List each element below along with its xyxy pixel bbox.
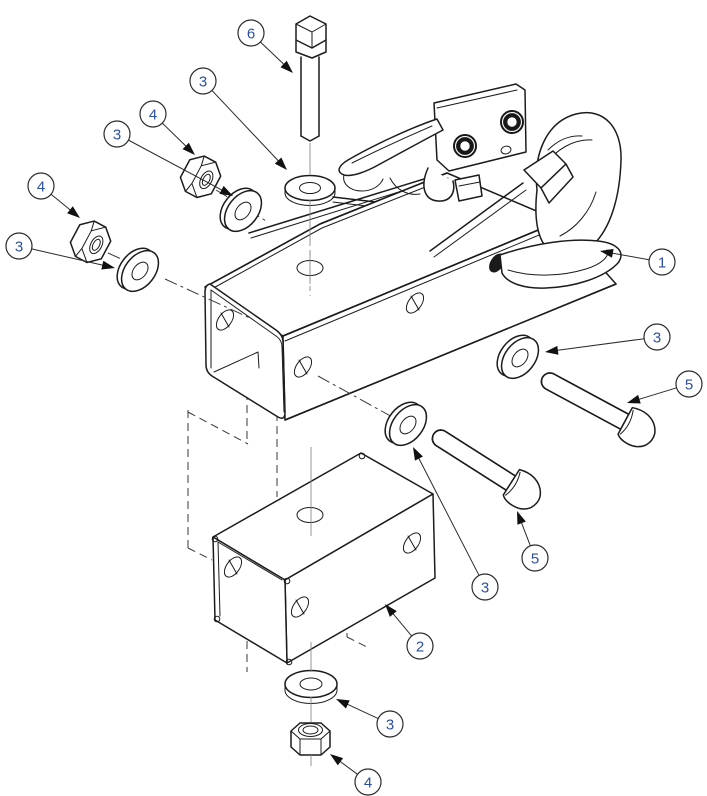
leader-arrowhead-icon — [413, 447, 423, 461]
callout-number: 2 — [416, 638, 424, 655]
callout-5: 5 — [517, 511, 549, 572]
leader-arrowhead-icon — [182, 142, 195, 155]
leader-line — [636, 387, 677, 401]
callout-balloon — [376, 710, 404, 738]
callout-5: 5 — [627, 370, 703, 404]
part-latch-lever — [338, 83, 527, 202]
part-nut-bottom — [290, 722, 331, 756]
callout-balloon — [521, 544, 549, 572]
part-coupler-head — [499, 111, 622, 289]
callout-balloon — [471, 573, 499, 601]
part-bolt-upper — [540, 372, 656, 448]
callout-number: 3 — [481, 579, 489, 596]
callout-number: 6 — [247, 25, 255, 42]
callout-4: 4 — [139, 100, 195, 155]
leader-arrowhead-icon — [545, 345, 559, 355]
leader-line — [391, 611, 413, 637]
callout-3: 3 — [103, 120, 233, 196]
centerlines — [309, 200, 312, 766]
leader-line — [211, 90, 281, 164]
leader-line — [337, 759, 358, 775]
callout-number: 5 — [685, 376, 693, 393]
leader-line — [609, 252, 650, 261]
leader-arrowhead-icon — [67, 206, 80, 218]
callout-3: 3 — [336, 699, 404, 738]
part-bolt-lower — [431, 429, 542, 510]
part-washer-right — [496, 334, 540, 380]
leader-line — [344, 702, 379, 719]
callout-number: 4 — [37, 178, 45, 195]
callout-balloon — [648, 248, 676, 276]
callout-3: 3 — [545, 323, 671, 355]
callouts-layer: 6 3 4 3 4 3 1 3 5 5 3 2 3 4 — [5, 19, 703, 796]
callout-4: 4 — [330, 754, 382, 796]
callout-balloon — [406, 632, 434, 660]
callout-4: 4 — [27, 172, 80, 218]
leader-line — [417, 455, 480, 576]
leader-arrowhead-icon — [385, 604, 397, 617]
leader-line — [161, 122, 189, 149]
callout-1: 1 — [600, 248, 676, 276]
callout-3: 3 — [5, 232, 115, 270]
callout-number: 1 — [658, 254, 666, 271]
callout-number: 3 — [199, 73, 207, 90]
callout-number: 3 — [15, 238, 23, 255]
leader-arrowhead-icon — [600, 248, 614, 258]
callout-balloon — [643, 323, 671, 351]
callout-balloon — [675, 370, 703, 398]
callout-3: 3 — [189, 67, 287, 170]
leader-line — [260, 41, 287, 67]
part-bolt-long — [295, 15, 327, 142]
callout-number: 3 — [386, 716, 394, 733]
callout-number: 5 — [531, 550, 539, 567]
leader-line — [520, 520, 531, 547]
callout-6: 6 — [237, 19, 293, 73]
callout-number: 3 — [113, 126, 121, 143]
leader-arrowhead-icon — [274, 157, 287, 170]
leader-line — [31, 248, 106, 267]
callout-balloon — [139, 100, 167, 128]
leader-line — [128, 139, 225, 192]
part-nut-left-upper — [179, 155, 222, 199]
callout-number: 4 — [364, 774, 372, 791]
callout-balloon — [237, 19, 265, 47]
callout-number: 4 — [149, 106, 157, 123]
leader-arrowhead-icon — [627, 394, 641, 404]
part-washer-left-lower — [116, 247, 160, 293]
leader-arrowhead-icon — [101, 260, 115, 270]
part-washer-middle — [384, 401, 428, 447]
part-nut-left-lower — [69, 220, 112, 264]
callout-3: 3 — [413, 447, 499, 601]
callout-2: 2 — [385, 604, 434, 660]
leader-arrowhead-icon — [330, 754, 344, 766]
callout-balloon — [27, 172, 55, 200]
leader-arrowhead-icon — [517, 511, 526, 525]
callout-balloon — [5, 232, 33, 260]
callout-balloon — [354, 768, 382, 796]
callout-number: 3 — [653, 329, 661, 346]
leader-arrowhead-icon — [280, 60, 293, 73]
part-washer-left-upper — [219, 187, 263, 233]
leader-line — [50, 193, 73, 213]
callout-balloon — [103, 120, 131, 148]
leader-arrowhead-icon — [219, 185, 233, 196]
callout-balloon — [189, 67, 217, 95]
leader-arrowhead-icon — [336, 699, 350, 709]
part-mount-bracket — [211, 452, 436, 666]
leader-line — [554, 338, 645, 352]
